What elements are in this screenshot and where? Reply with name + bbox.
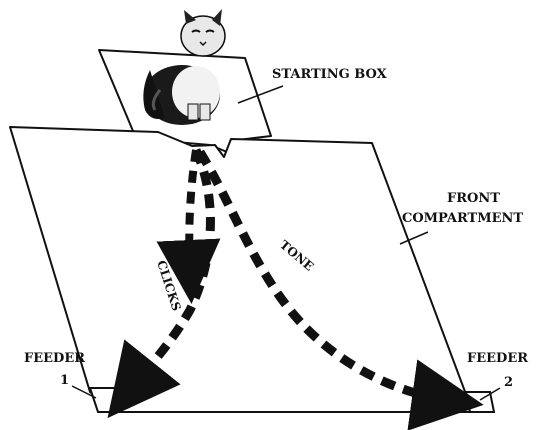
feeder-1-leader (71, 385, 97, 399)
feeder-2-number: 2 (504, 375, 513, 390)
feeder-2-leader (479, 387, 501, 401)
tone-path (196, 149, 484, 430)
clicks-path (107, 148, 215, 419)
cat-icon (143, 9, 226, 125)
front-label-line2: COMPARTMENT (402, 211, 523, 226)
feeder-1-label: FEEDER (24, 351, 85, 366)
front-compartment (9, 126, 471, 413)
clicks-branch-path (156, 149, 221, 304)
starting-box-label: STARTING BOX (272, 67, 388, 82)
front-compartment-leader (399, 231, 429, 245)
feeder-2 (464, 391, 496, 413)
feeder-2-label: FEEDER (467, 351, 528, 366)
feeder-1 (88, 387, 124, 413)
starting-box-leader (237, 85, 284, 104)
feeder-1-number: 1 (60, 373, 69, 388)
front-label-line1: FRONT (447, 191, 500, 206)
